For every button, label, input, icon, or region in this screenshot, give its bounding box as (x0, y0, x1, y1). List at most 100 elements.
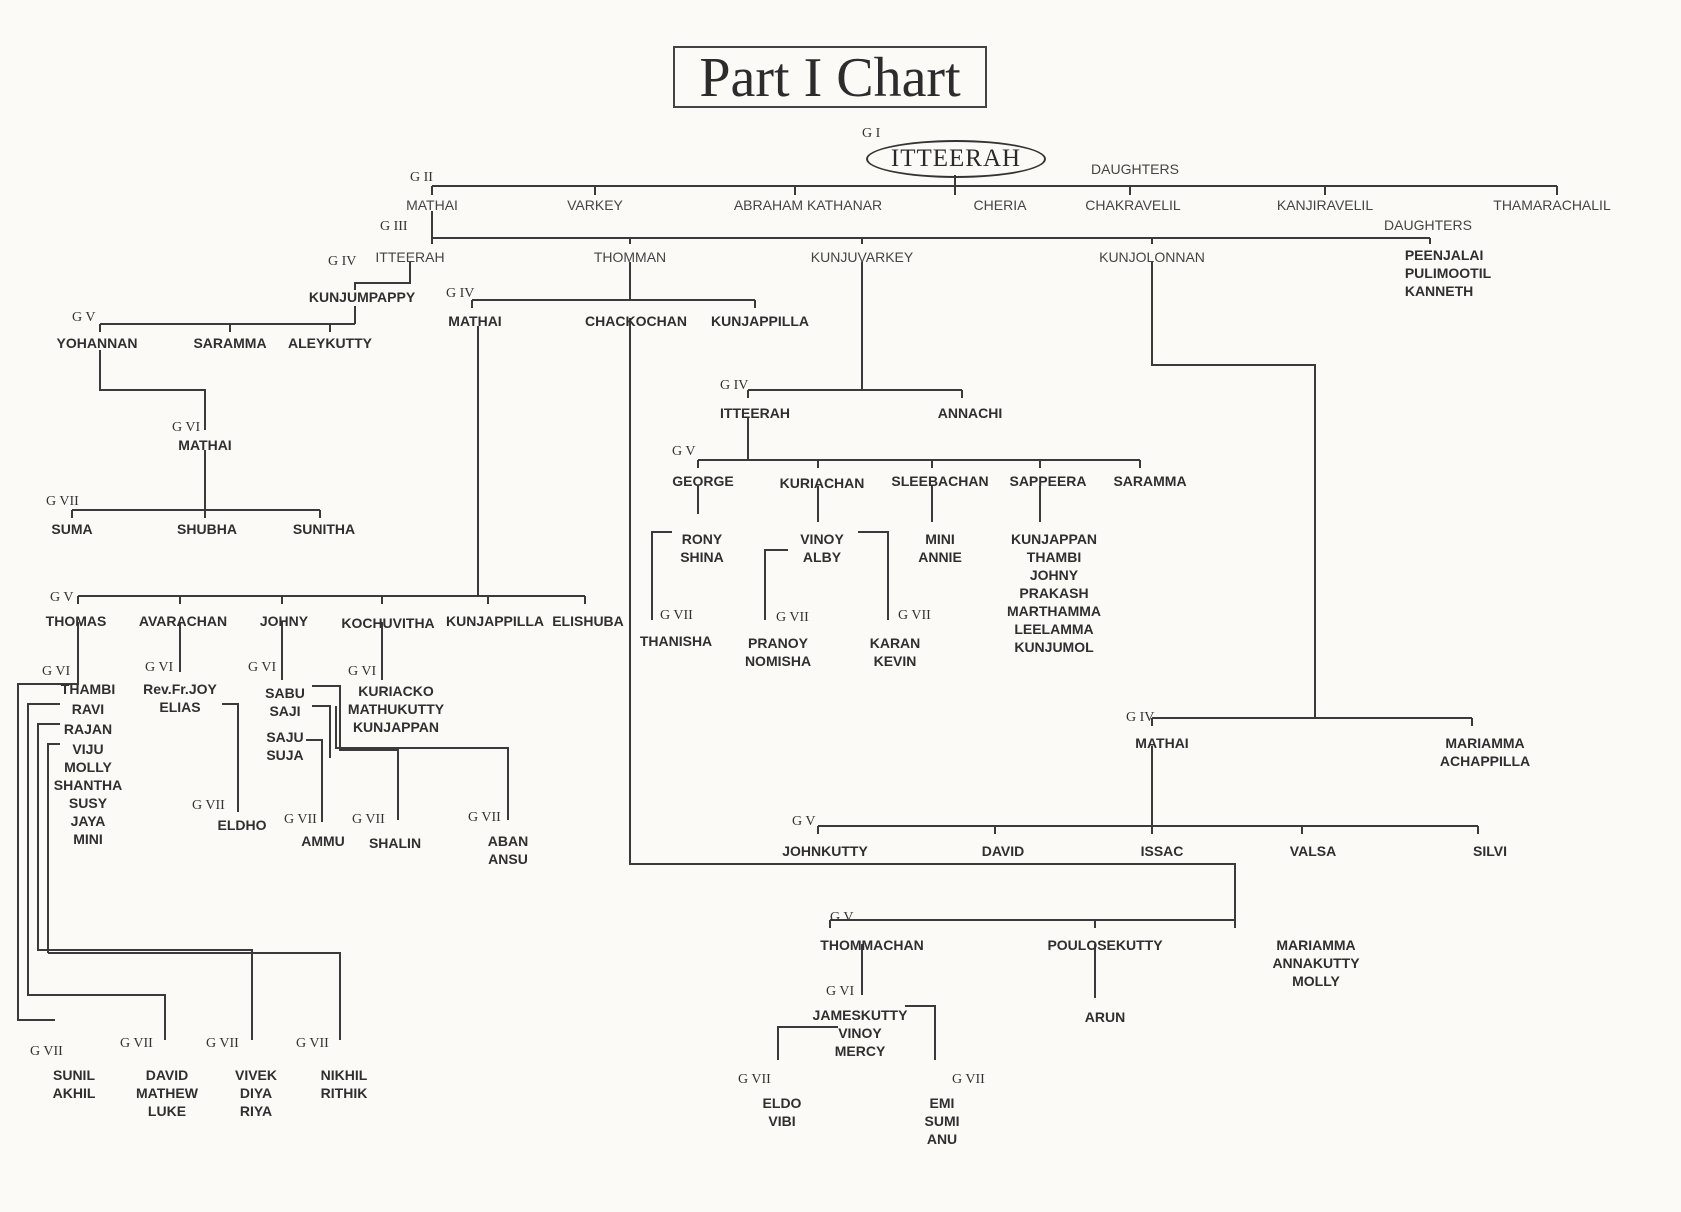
person-thommachan: THOMMACHAN (820, 937, 924, 953)
gen-label-g7-j: G VII (738, 1072, 771, 1087)
person-viju-list: VIJU MOLLY SHANTHA SUSY JAYA MINI (53, 741, 123, 847)
gen-label-g4-d: G IV (1126, 710, 1155, 725)
person-sabu: SABU (265, 685, 305, 701)
person-issac: ISSAC (1140, 843, 1184, 859)
person-shalin: SHALIN (368, 835, 422, 851)
person-vivek-diya-riya: VIVEK DIYA RIYA (234, 1067, 278, 1119)
gen-label-g7-c: G VII (284, 812, 317, 827)
gen-label-g7-e: G VII (468, 810, 501, 825)
gen-label-g5-e: G V (792, 814, 816, 829)
gen-label-g4-c: G IV (720, 378, 749, 393)
person-suma: SUMA (51, 521, 93, 537)
person-kunjappilla-g4: KUNJAPPILLA (710, 313, 810, 329)
person-avarachan: AVARACHAN (138, 613, 228, 629)
gen-label-g6-e: G VI (348, 664, 377, 679)
person-saju-suja: SAJU SUJA (266, 729, 304, 763)
daughters-label-g3: DAUGHTERS (1384, 217, 1472, 233)
daughters-g3-list: PEENJALAI PULIMOOTIL KANNETH (1404, 247, 1492, 299)
gen-label-g4-b: G IV (446, 286, 475, 301)
person-rev-fr-joy-elias: Rev.Fr.JOY ELIAS (143, 681, 217, 715)
daughter-kanjiravelil: KANJIRAVELIL (1276, 197, 1374, 213)
daughter-chakravelil: CHAKRAVELIL (1085, 197, 1181, 213)
person-varkey: VARKEY (567, 197, 623, 213)
gen-label-g7-g: G VII (120, 1036, 153, 1051)
person-itteerah-g4: ITTEERAH (720, 405, 790, 421)
person-kuriacko-list: KURIACKO MATHUKUTTY KUNJAPPAN (347, 683, 445, 735)
gen-label-g7-b: G VII (192, 798, 225, 813)
person-karan-kevin: KARAN KEVIN (869, 635, 921, 669)
person-kunjappan-list: KUNJAPPAN THAMBI JOHNY PRAKASH MARTHAMMA… (1006, 531, 1102, 655)
person-eldo-vibi: ELDO VIBI (762, 1095, 802, 1129)
gen-label-g4-a: G IV (328, 254, 357, 269)
person-rajan: RAJAN (63, 721, 113, 737)
gen-label-g6-a: G VI (172, 420, 201, 435)
gen-label-g1: G I (862, 126, 881, 141)
person-thomman: THOMMAN (593, 249, 667, 265)
person-kunjolonnan: KUNJOLONNAN (1099, 249, 1205, 265)
person-sunitha: SUNITHA (292, 521, 356, 537)
person-arun: ARUN (1084, 1009, 1126, 1025)
person-sleebachan: SLEEBACHAN (891, 473, 989, 489)
person-thambi: THAMBI (60, 681, 116, 697)
person-yohannan: YOHANNAN (56, 335, 138, 351)
person-david-b: DAVID (981, 843, 1025, 859)
gen-label-g7-h: G VII (206, 1036, 239, 1051)
person-aban-ansu: ABAN ANSU (487, 833, 529, 867)
gen-label-g5-d: G V (672, 444, 696, 459)
person-johnkutty: JOHNKUTTY (782, 843, 868, 859)
gen-label-g7-m: G VII (776, 610, 809, 625)
person-thanisha: THANISHA (639, 633, 713, 649)
person-annachi: ANNACHI (937, 405, 1003, 421)
person-mathai-g4: MATHAI (448, 313, 502, 329)
person-itteerah-g3: ITTEERAH (375, 249, 445, 265)
daughter-thamarachalil: THAMARACHALIL (1493, 197, 1611, 213)
gen-label-g3: G III (380, 219, 408, 234)
person-kunjappilla-g5: KUNJAPPILLA (445, 613, 545, 629)
person-sunil-akhil: SUNIL AKHIL (52, 1067, 96, 1101)
person-george: GEORGE (672, 473, 734, 489)
person-silvi: SILVI (1473, 843, 1507, 859)
person-mathai-g2: MATHAI (406, 197, 458, 213)
gen-label-g5-a: G V (72, 310, 96, 325)
person-david-mathew-luke: DAVID MATHEW LUKE (136, 1067, 198, 1119)
person-rony-shina: RONY SHINA (680, 531, 724, 565)
gen-label-g7-f: G VII (30, 1044, 63, 1059)
root-ancestor-oval: ITTEERAH (866, 140, 1046, 178)
gen-label-g7-d: G VII (352, 812, 385, 827)
gen-label-g6-c: G VI (145, 660, 174, 675)
person-mini-annie: MINI ANNIE (918, 531, 962, 565)
person-valsa: VALSA (1289, 843, 1337, 859)
person-ravi: RAVI (71, 701, 105, 717)
gen-label-g6-b: G VI (42, 664, 71, 679)
gen-label-g5-b: G V (50, 590, 74, 605)
person-mariamma-annakutty-molly: MARIAMMA ANNAKUTTY MOLLY (1272, 937, 1360, 989)
chart-title: Part I Chart (699, 47, 961, 109)
gen-label-g7-l: G VII (660, 608, 693, 623)
person-saramma-b: SARAMMA (1113, 473, 1187, 489)
person-emi-sumi-anu: EMI SUMI ANU (924, 1095, 960, 1147)
person-aleykutty: ALEYKUTTY (288, 335, 372, 351)
person-pranoy-nomisha: PRANOY NOMISHA (744, 635, 812, 669)
person-mariamma-achappilla: MARIAMMA ACHAPPILLA (1439, 735, 1531, 769)
person-poulosekutty: POULOSEKUTTY (1047, 937, 1163, 953)
person-vinoy-alby: VINOY ALBY (800, 531, 844, 565)
chart-title-box: Part I Chart (673, 46, 987, 108)
gen-label-g7-n: G VII (898, 608, 931, 623)
person-kochuvitha: KOCHUVITHA (341, 615, 435, 631)
person-kuriachan: KURIACHAN (779, 475, 865, 491)
gen-label-g6-d: G VI (248, 660, 277, 675)
gen-label-g2: G II (410, 170, 433, 185)
person-mathai-g6: MATHAI (178, 437, 232, 453)
person-elishuba: ELISHUBA (552, 613, 624, 629)
person-eldho-a: ELDHO (217, 817, 267, 833)
person-mathai-g4b: MATHAI (1135, 735, 1189, 751)
person-kunjuvarkey: KUNJUVARKEY (810, 249, 914, 265)
person-ammu: AMMU (301, 833, 345, 849)
person-abraham-kathanar: ABRAHAM KATHANAR (733, 197, 883, 213)
gen-label-g7-i: G VII (296, 1036, 329, 1051)
person-jameskutty-vinoy-mercy: JAMESKUTTY VINOY MERCY (812, 1007, 908, 1059)
person-sappeera: SAPPEERA (1009, 473, 1087, 489)
person-cheria: CHERIA (973, 197, 1027, 213)
person-saji: SAJI (269, 703, 301, 719)
gen-label-g7-a: G VII (46, 494, 79, 509)
